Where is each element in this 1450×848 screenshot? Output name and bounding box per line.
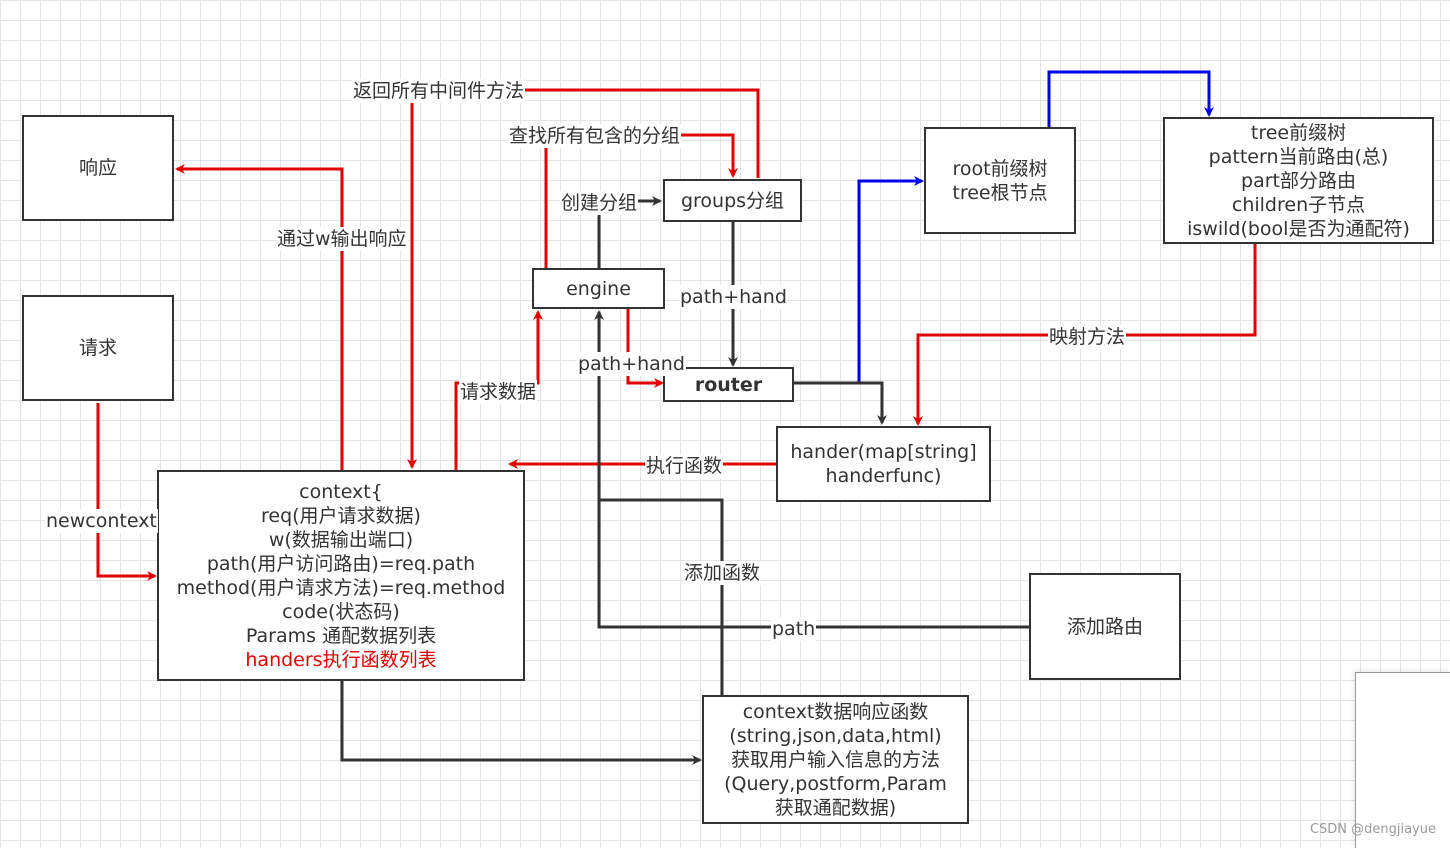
arrow-context-to-funcs	[340, 680, 702, 765]
arrow-request-to-context	[96, 403, 157, 581]
context-line-handers: handers执行函数列表	[245, 648, 437, 671]
engine-box: engine	[532, 268, 665, 309]
context-line-2: req(用户请求数据)	[261, 504, 421, 527]
router-text: router	[694, 373, 763, 396]
context-funcs-box: context数据响应函数 (string,json,data,html) 获取…	[702, 695, 969, 824]
funcs-line-2: (string,json,data,html)	[729, 724, 942, 747]
context-line-4: path(用户访问路由)=req.path	[206, 552, 476, 575]
tree-line-1: tree前缀树	[1250, 121, 1347, 144]
engine-text: engine	[566, 277, 631, 300]
groups-text: groups分组	[680, 189, 785, 212]
request-box: 请求	[22, 295, 174, 401]
hander-line-2: handerfunc)	[825, 465, 942, 487]
response-text: 响应	[78, 157, 117, 179]
tree-line-5: iswild(bool是否为通配符)	[1187, 217, 1410, 240]
context-line-1: context{	[299, 480, 383, 503]
context-line-7: Params 通配数据列表	[245, 624, 437, 647]
label-return-middleware: 返回所有中间件方法	[352, 79, 526, 103]
label-exec-func: 执行函数	[645, 454, 724, 478]
label-path-hand-lower: path+hand	[577, 352, 686, 376]
funcs-line-4: (Query,postform,Param	[724, 772, 947, 795]
corner-panel	[1355, 672, 1450, 848]
prefix-tree-box: tree前缀树 pattern当前路由(总) part部分路由 children…	[1163, 117, 1434, 244]
add-route-text: 添加路由	[1066, 615, 1143, 638]
tree-line-4: children子节点	[1231, 193, 1366, 216]
arrow-engine-to-router	[626, 309, 664, 388]
response-box: 响应	[22, 115, 174, 221]
context-line-6: code(状态码)	[282, 600, 400, 623]
label-via-w: 通过w输出响应	[276, 227, 408, 251]
root-line-1: root前缀树	[952, 157, 1048, 180]
tree-line-3: part部分路由	[1241, 169, 1356, 192]
funcs-line-3: 获取用户输入信息的方法	[730, 748, 940, 771]
line-funcs-to-engine	[599, 498, 724, 695]
label-create-group: 创建分组	[560, 191, 639, 215]
request-text: 请求	[78, 337, 117, 359]
watermark: CSDN @dengjiayue	[1309, 822, 1436, 837]
root-tree-box: root前缀树 tree根节点	[924, 127, 1076, 234]
groups-box: groups分组	[663, 179, 802, 222]
context-line-5: method(用户请求方法)=req.method	[176, 576, 506, 599]
arrow-middleware-to-context	[407, 88, 760, 469]
hander-box: hander(map[string] handerfunc)	[776, 426, 991, 502]
arrow-router-to-hander	[794, 381, 887, 425]
label-newcontext: newcontext	[45, 509, 158, 533]
context-line-3: w(数据输出端口)	[268, 528, 414, 551]
arrow-router-to-root	[794, 176, 924, 385]
funcs-line-1: context数据响应函数	[742, 700, 929, 723]
label-request-data: 请求数据	[459, 380, 538, 404]
label-mapping: 映射方法	[1048, 325, 1127, 349]
label-find-groups: 查找所有包含的分组	[508, 124, 682, 148]
funcs-line-5: 获取通配数据)	[774, 796, 897, 819]
label-path-hand-upper: path+hand	[679, 285, 788, 309]
arrow-context-to-response	[175, 164, 344, 470]
arrow-root-to-tree	[1047, 70, 1214, 128]
label-path: path	[771, 617, 817, 641]
add-route-box: 添加路由	[1029, 573, 1181, 680]
label-add-func: 添加函数	[683, 561, 762, 585]
hander-line-1: hander(map[string]	[790, 441, 977, 463]
tree-line-2: pattern当前路由(总)	[1208, 145, 1389, 168]
arrow-addroute-to-engine	[594, 310, 1029, 629]
context-box: context{ req(用户请求数据) w(数据输出端口) path(用户访问…	[157, 470, 525, 681]
root-line-2: tree根节点	[952, 181, 1048, 204]
